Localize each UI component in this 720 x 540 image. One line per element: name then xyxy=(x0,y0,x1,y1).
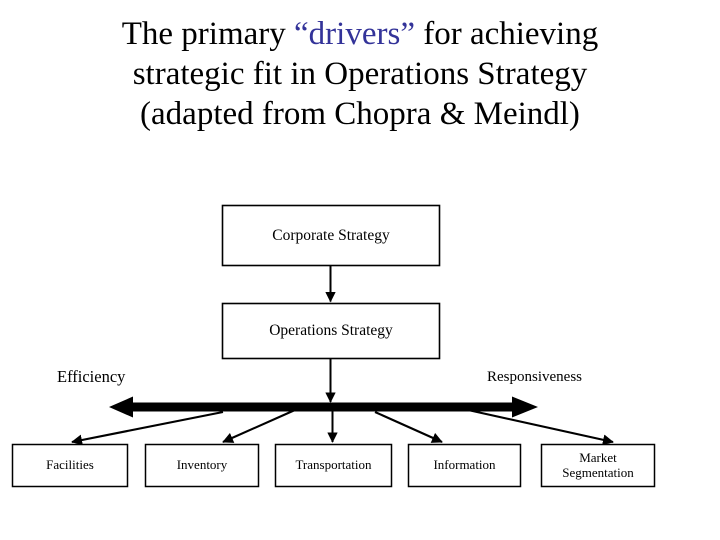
box-information xyxy=(407,443,522,488)
box-label-operations-strategy: Operations Strategy xyxy=(222,303,440,359)
title-line-1: The primary “drivers” for achieving xyxy=(0,14,720,54)
connector-spectrum-to-market-segmentation xyxy=(467,408,614,446)
box-label-transportation: Transportation xyxy=(275,444,392,487)
market-segmentation-text-line-2: Segmentation xyxy=(562,464,634,480)
information-text: Information xyxy=(433,457,496,473)
box-label-inventory: Inventory xyxy=(145,444,259,487)
connector-spectrum-to-facilities xyxy=(71,410,224,446)
box-label-facilities: Facilities xyxy=(12,444,128,487)
box-inventory xyxy=(144,443,260,488)
box-operations-strategy xyxy=(221,302,441,360)
title-line-1-part-1: The primary xyxy=(121,16,295,52)
facilities-text: Facilities xyxy=(46,457,94,473)
box-facilities xyxy=(11,443,129,488)
title-line-2: strategic fit in Operations Strategy xyxy=(132,56,588,92)
box-label-market-segmentation: Market Segmentation xyxy=(541,444,655,487)
connector-spectrum-to-information xyxy=(374,411,443,443)
box-corporate-strategy xyxy=(221,204,441,267)
title-accent-word: “drivers” xyxy=(294,16,415,52)
box-label-corporate-strategy: Corporate Strategy xyxy=(222,205,440,266)
spectrum-label-responsiveness: Responsiveness xyxy=(487,369,582,385)
efficiency-responsiveness-spectrum-arrow xyxy=(109,396,538,418)
title-line-3: (adapted from Chopra & Meindl) xyxy=(140,96,580,132)
inventory-text: Inventory xyxy=(176,457,228,473)
page-title: The primary “drivers” for achieving stra… xyxy=(0,14,720,134)
transportation-text: Transportation xyxy=(295,457,372,473)
title-line-1-part-2: for achieving xyxy=(414,16,599,52)
box-label-information: Information xyxy=(408,444,521,487)
box-market-segmentation xyxy=(540,443,656,488)
corporate-strategy-text: Corporate Strategy xyxy=(272,226,390,244)
box-transportation xyxy=(274,443,393,488)
spectrum-label-efficiency: Efficiency xyxy=(57,367,126,386)
connector-spectrum-to-inventory xyxy=(222,409,296,443)
operations-strategy-text: Operations Strategy xyxy=(269,322,393,340)
market-segmentation-text-line-1: Market xyxy=(579,449,617,465)
